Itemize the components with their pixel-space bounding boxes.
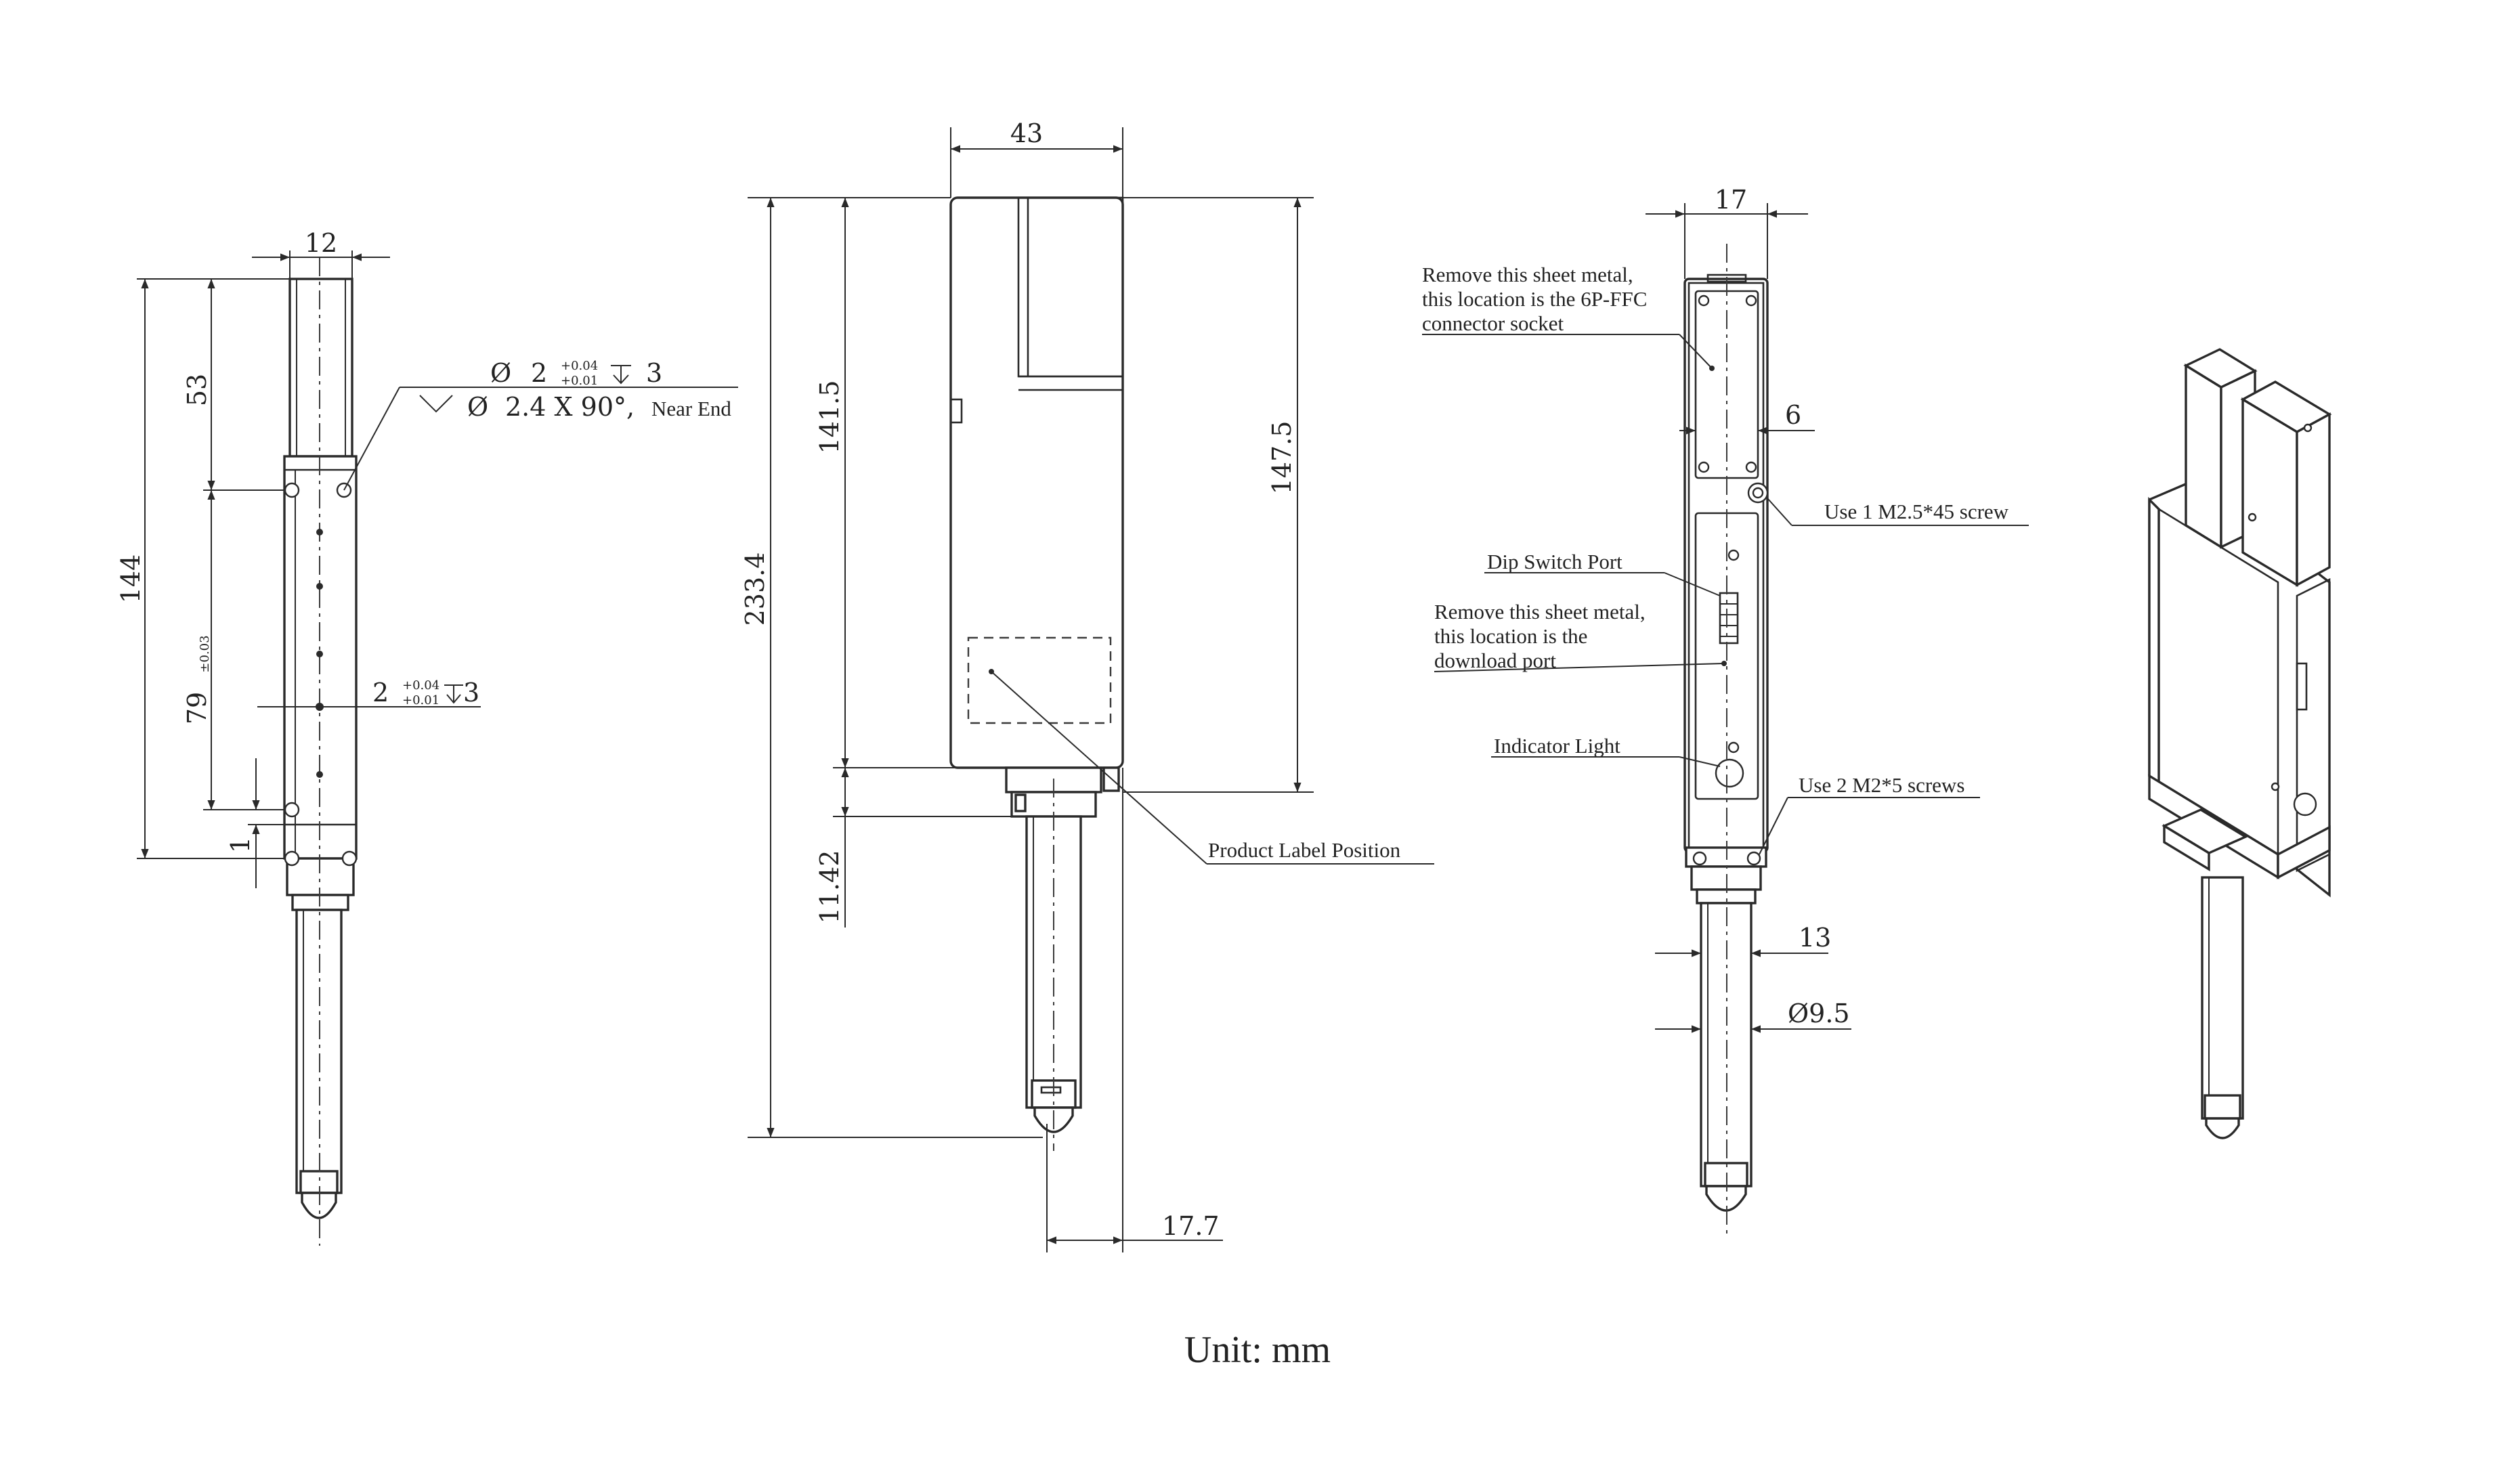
mounting-hole-bottom-right <box>341 850 358 867</box>
hole-callout2-dia-sym: Ø <box>467 392 488 422</box>
note-ffc-line3: connector socket <box>1422 311 1564 335</box>
note-dip-switch: Dip Switch Port <box>1487 550 1622 573</box>
indicator-light-iso <box>2293 792 2317 816</box>
hole-callout-depth: 3 <box>646 358 662 388</box>
dip-switch <box>1719 592 1739 645</box>
dim-upper-53: 53 <box>182 374 212 406</box>
note-indicator-light: Indicator Light <box>1494 734 1620 758</box>
back-view: 17 6 13 Ø9.5 Remove this sheet metal, th… <box>1422 185 2029 1239</box>
front-view: 43 233.4 141.5 11.42 147.5 17.7 Product … <box>740 118 1434 1252</box>
dim-width-43: 43 <box>1010 118 1043 148</box>
product-label-area <box>967 636 1112 724</box>
countersink-icon <box>419 395 453 413</box>
note-download-line2: this location is the <box>1434 624 1587 648</box>
dim-collar-11-42: 11.42 <box>815 850 844 924</box>
dim-pitch-79: 79 <box>182 692 212 724</box>
unit-caption: Unit: mm <box>1184 1329 1331 1371</box>
depth-icon-2 <box>444 684 463 704</box>
connector-port <box>2296 662 2308 711</box>
hole-callout-tol-upper: +0.04 <box>561 359 598 373</box>
m2-screw-right <box>1746 851 1761 866</box>
note-ffc-line1: Remove this sheet metal, <box>1422 263 1633 286</box>
dim-probe-13: 13 <box>1799 923 1831 953</box>
dim-height-144: 144 <box>116 554 146 604</box>
hole2-tol-upper: +0.04 <box>402 678 439 693</box>
side-view: 12 144 53 79 ±0.03 1 Ø 2 +0.04 +0.01 3 Ø… <box>116 228 738 1246</box>
note-download-line1: Remove this sheet metal, <box>1434 600 1646 624</box>
note-screws-bottom: Use 2 M2*5 screws <box>1799 773 1964 797</box>
depth-icon <box>611 365 631 385</box>
dim-height-233-4: 233.4 <box>740 552 770 626</box>
dim-height-147-5: 147.5 <box>1267 421 1297 495</box>
isometric-view <box>2148 348 2332 1139</box>
m2-screw-left <box>1692 851 1707 866</box>
mounting-hole-top-left <box>284 482 300 498</box>
hole-callout2-suffix: Near End <box>651 397 731 420</box>
mounting-hole-mid <box>284 802 300 818</box>
dim-probe-diameter: Ø9.5 <box>1788 999 1850 1028</box>
dim-width-12: 12 <box>305 228 337 258</box>
hole-callout-tol-lower: +0.01 <box>561 374 598 388</box>
dim-offset-1: 1 <box>225 837 255 853</box>
dim-sheet-6: 6 <box>1785 400 1801 430</box>
dim-height-141-5: 141.5 <box>815 380 844 454</box>
hole-callout-dia-sym: Ø <box>490 358 511 388</box>
hole-callout2-spec: 2.4 X 90°, <box>505 392 635 422</box>
mounting-hole-bottom-left <box>284 850 300 867</box>
note-ffc-line2: this location is the 6P-FFC <box>1422 287 1647 311</box>
dim-width-17: 17 <box>1715 185 1747 215</box>
dim-offset-17-7: 17.7 <box>1162 1211 1220 1241</box>
note-screw-top: Use 1 M2.5*45 screw <box>1824 500 2009 523</box>
dim-pitch-79-tol: ±0.03 <box>198 635 212 672</box>
hole2-tol-lower: +0.01 <box>402 693 439 707</box>
indicator-light <box>1715 758 1744 788</box>
note-product-label: Product Label Position <box>1208 838 1401 862</box>
hole-callout-dia: 2 <box>531 358 547 388</box>
hole2-depth: 3 <box>463 678 479 707</box>
hole2-dia: 2 <box>372 678 389 707</box>
